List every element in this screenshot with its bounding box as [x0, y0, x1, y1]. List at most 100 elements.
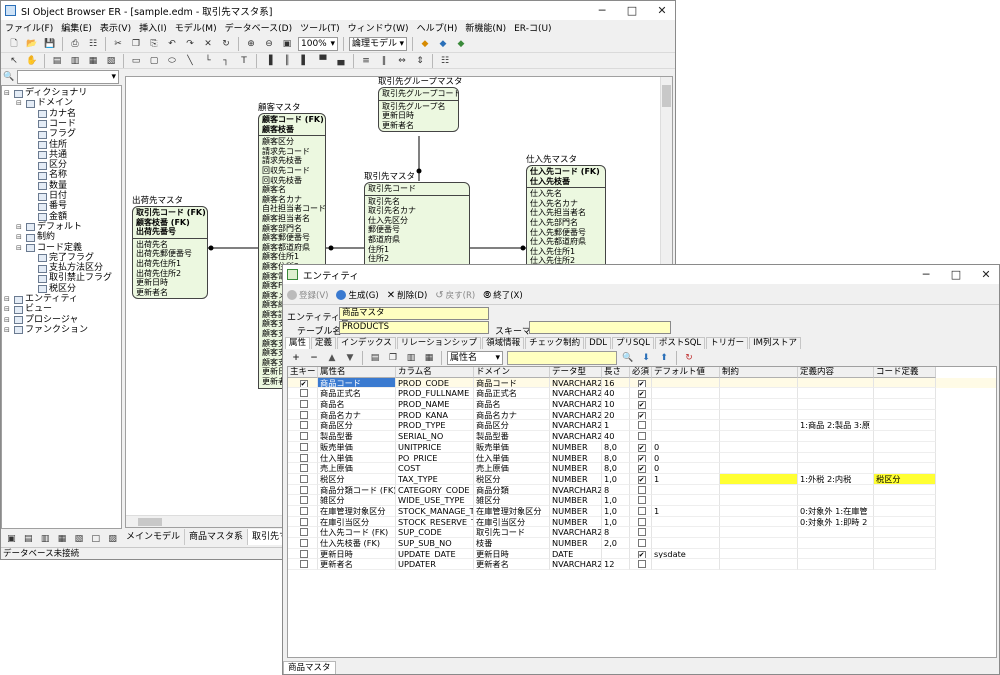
- cell-code[interactable]: [874, 431, 936, 442]
- required-checkbox[interactable]: [637, 517, 646, 526]
- add-row-icon[interactable]: +: [292, 353, 300, 363]
- open-icon[interactable]: 📂: [26, 38, 38, 49]
- table-row[interactable]: 在庫引当区分STOCK_RESERVE_TYP在庫引当区分NUMBER1,00:…: [288, 516, 996, 528]
- entity-attribute[interactable]: 顧客名: [262, 185, 286, 195]
- menu-item[interactable]: ツール(T): [300, 23, 340, 34]
- tree-node[interactable]: ⊟ディクショナリ: [4, 88, 87, 99]
- export-icon[interactable]: ◆: [439, 38, 447, 49]
- required-checkbox[interactable]: [637, 550, 646, 559]
- cell-con[interactable]: [720, 505, 798, 517]
- revert-button[interactable]: ↺戻す(R): [435, 289, 476, 302]
- entity-attribute[interactable]: 更新者: [262, 377, 286, 387]
- scroll-thumb[interactable]: [662, 85, 671, 107]
- cell-def[interactable]: [652, 495, 720, 506]
- cell-attr[interactable]: 仕入先コード (FK): [318, 527, 396, 538]
- cell-type[interactable]: NVARCHAR2: [550, 420, 602, 432]
- cell-def[interactable]: [652, 377, 720, 389]
- cell-req[interactable]: [630, 548, 652, 560]
- align-bottom-icon[interactable]: ▄: [337, 55, 345, 66]
- entity-attribute[interactable]: 住所2: [368, 254, 390, 264]
- primary-key-checkbox[interactable]: [299, 485, 308, 494]
- cell-col[interactable]: UPDATER: [396, 559, 474, 571]
- tree-search-input[interactable]: ▾: [17, 70, 119, 84]
- cell-req[interactable]: [630, 538, 652, 549]
- entity-tab[interactable]: IM列ストア: [749, 337, 801, 349]
- entity-attribute[interactable]: 回収先枝番: [262, 175, 302, 185]
- cell-col[interactable]: UPDATE_DATE: [396, 548, 474, 560]
- cell-req[interactable]: [630, 473, 652, 485]
- cell-req[interactable]: [630, 484, 652, 496]
- entity-tab[interactable]: チェック制約: [525, 337, 585, 349]
- cell-type[interactable]: NUMBER: [550, 495, 602, 506]
- cell-desc[interactable]: [798, 463, 874, 474]
- entity-attribute[interactable]: 出荷先番号: [136, 227, 176, 237]
- cell-type[interactable]: NVARCHAR2: [550, 559, 602, 571]
- cell-con[interactable]: [720, 495, 798, 506]
- required-checkbox[interactable]: [637, 528, 646, 537]
- entity-attribute[interactable]: 顧客支: [262, 319, 286, 329]
- entity-tab[interactable]: トリガー: [706, 337, 749, 349]
- rectangle-icon[interactable]: ▭: [131, 55, 141, 66]
- entity-group[interactable]: 取引先グループマスタ 取引先グループコード 取引先グループ名更新日時更新者名: [378, 77, 463, 133]
- cell-col[interactable]: PROD_CODE: [396, 377, 474, 389]
- entity-attribute[interactable]: 更新者名: [136, 287, 168, 297]
- required-checkbox[interactable]: [637, 560, 646, 569]
- db-tab-icon[interactable]: ▥: [40, 534, 50, 544]
- cell-attr[interactable]: 販売単価: [318, 441, 396, 453]
- tree-node[interactable]: ⊟プロシージャ: [4, 315, 78, 326]
- filter-input[interactable]: [507, 351, 617, 365]
- cell-pk[interactable]: [288, 452, 318, 464]
- column-header[interactable]: カラム名: [396, 367, 474, 378]
- cell-req[interactable]: [630, 420, 652, 432]
- required-checkbox[interactable]: [637, 454, 646, 463]
- main-titlebar[interactable]: SI Object Browser ER - [sample.edm - 取引先…: [1, 1, 675, 20]
- cell-def[interactable]: [652, 484, 720, 496]
- column-header[interactable]: 定義内容: [798, 367, 874, 378]
- align-top-icon[interactable]: ▀: [319, 55, 327, 66]
- cell-con[interactable]: [720, 409, 798, 421]
- cell-attr[interactable]: 税区分: [318, 473, 396, 485]
- cell-con[interactable]: [720, 559, 798, 571]
- cell-type[interactable]: NVARCHAR2: [550, 409, 602, 421]
- cell-col[interactable]: PROD_KANA: [396, 409, 474, 421]
- cell-type[interactable]: NVARCHAR2: [550, 377, 602, 389]
- align-left-icon[interactable]: ▐: [265, 55, 273, 66]
- align-right-icon[interactable]: ▌: [301, 55, 309, 66]
- cell-pk[interactable]: [288, 516, 318, 528]
- cell-def[interactable]: 1: [652, 473, 720, 485]
- primary-key-checkbox[interactable]: [299, 421, 308, 430]
- cell-def[interactable]: sysdate: [652, 548, 720, 560]
- required-checkbox[interactable]: [637, 485, 646, 494]
- cell-req[interactable]: [630, 409, 652, 421]
- cell-len[interactable]: 2,0: [602, 538, 630, 549]
- tree-node[interactable]: ⊟ドメイン: [16, 98, 73, 109]
- cell-pk[interactable]: [288, 399, 318, 410]
- cell-type[interactable]: NUMBER: [550, 441, 602, 453]
- cell-len[interactable]: 16: [602, 377, 630, 389]
- cell-code[interactable]: [874, 441, 936, 453]
- maximize-icon[interactable]: □: [626, 4, 638, 17]
- refresh-icon[interactable]: ↻: [222, 38, 230, 49]
- entity-attribute[interactable]: 仕入先区分: [368, 215, 408, 225]
- cell-domain[interactable]: 更新日時: [474, 548, 550, 560]
- cell-pk[interactable]: [288, 431, 318, 442]
- entity-attribute[interactable]: 顧客支: [262, 338, 286, 348]
- cell-def[interactable]: [652, 420, 720, 432]
- cell-attr[interactable]: 更新日時: [318, 548, 396, 560]
- primary-key-checkbox[interactable]: [299, 517, 308, 526]
- menu-item[interactable]: データベース(D): [224, 23, 293, 34]
- primary-key-checkbox[interactable]: [299, 496, 308, 505]
- primary-key-checkbox[interactable]: [299, 453, 308, 462]
- cell-desc[interactable]: 0:対象外 1:在庫管: [798, 505, 874, 517]
- entity-attribute[interactable]: 出荷先郵便番号: [136, 249, 192, 259]
- cell-def[interactable]: 0: [652, 463, 720, 474]
- subtype-tool-icon[interactable]: ▧: [106, 55, 116, 66]
- cell-col[interactable]: TAX_TYPE: [396, 473, 474, 485]
- cell-attr[interactable]: 商品名: [318, 399, 396, 410]
- primary-key-checkbox[interactable]: [299, 474, 308, 483]
- cell-req[interactable]: [630, 388, 652, 400]
- cell-domain[interactable]: 商品名: [474, 399, 550, 410]
- ellipse-icon[interactable]: ⬭: [168, 55, 176, 66]
- cell-domain[interactable]: 税区分: [474, 473, 550, 485]
- required-checkbox[interactable]: [637, 432, 646, 441]
